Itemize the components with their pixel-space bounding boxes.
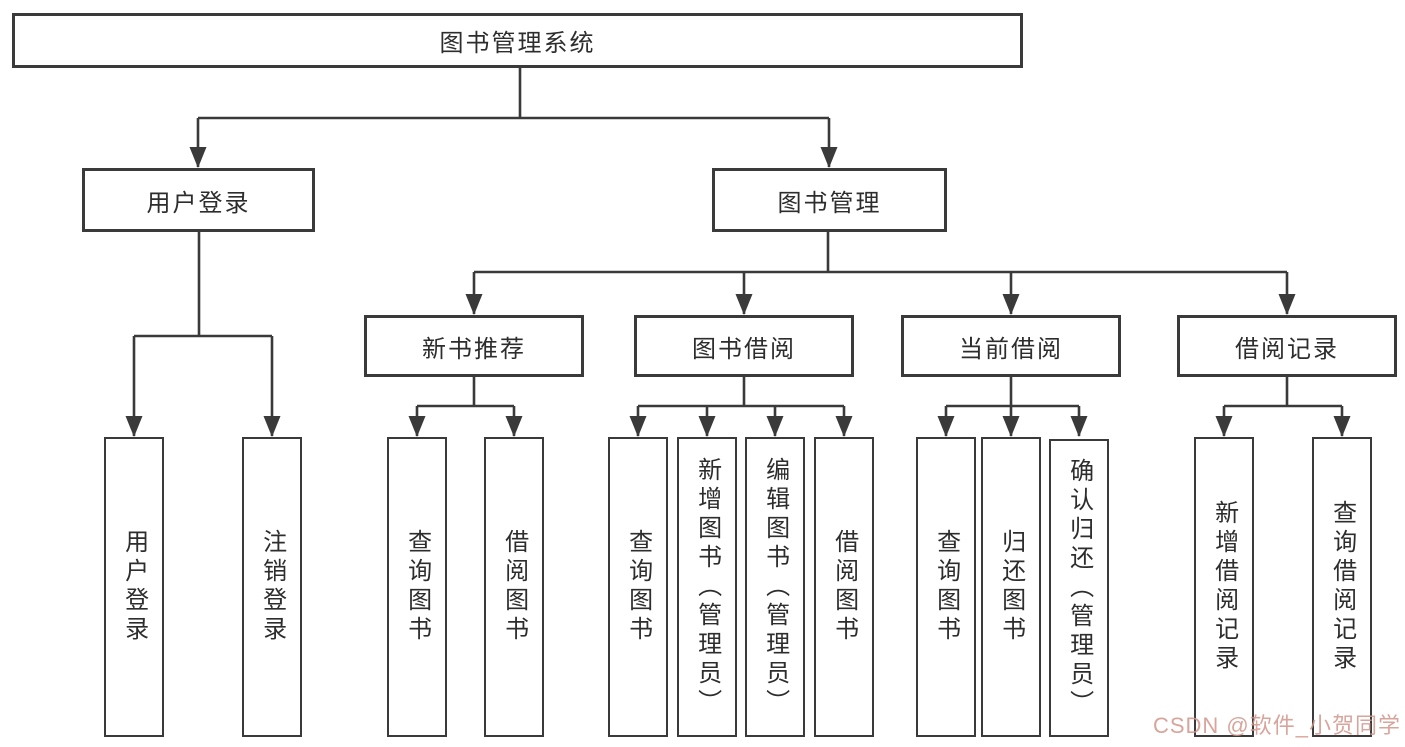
node-leaf-query-books-3: 查询图书 [916, 437, 976, 737]
node-user-login: 用户登录 [82, 168, 315, 232]
node-borrowing-records: 借阅记录 [1177, 315, 1397, 377]
node-current-borrowing: 当前借阅 [901, 315, 1121, 377]
connector-arrows [125, 118, 1351, 437]
node-label: 图书管理系统 [439, 30, 596, 57]
node-leaf-edit-books-admin: 编辑图书（管理员） [745, 437, 805, 737]
node-label: 借阅图书 [500, 529, 528, 645]
node-leaf-borrow-books-2: 借阅图书 [814, 437, 874, 737]
node-label: 查询图书 [932, 529, 960, 645]
node-label: 新增图书（管理员） [693, 456, 721, 718]
node-label: 图书管理 [777, 189, 882, 217]
node-leaf-logout: 注销登录 [242, 437, 302, 737]
node-label: 新书推荐 [422, 335, 526, 363]
node-label: 查询图书 [624, 529, 652, 645]
node-label: 归还图书 [997, 529, 1025, 645]
node-root: 图书管理系统 [12, 13, 1023, 68]
node-label: 图书借阅 [692, 335, 796, 363]
node-label: 借阅图书 [830, 529, 858, 645]
node-label: 查询借阅记录 [1328, 500, 1356, 674]
node-leaf-return-books: 归还图书 [981, 437, 1041, 737]
node-label: 查询图书 [403, 529, 431, 645]
node-label: 用户登录 [120, 529, 148, 645]
node-leaf-query-books-2: 查询图书 [608, 437, 668, 737]
node-label: 借阅记录 [1235, 335, 1339, 363]
node-label: 用户登录 [146, 189, 251, 217]
node-leaf-add-borrow-record: 新增借阅记录 [1194, 437, 1254, 737]
node-label: 编辑图书（管理员） [761, 456, 789, 718]
node-leaf-user-login: 用户登录 [104, 437, 164, 737]
node-label: 当前借阅 [959, 335, 1063, 363]
node-book-management: 图书管理 [712, 168, 947, 232]
node-leaf-add-books-admin: 新增图书（管理员） [677, 437, 737, 737]
node-label: 新增借阅记录 [1210, 500, 1238, 674]
node-label: 确认归还（管理员） [1065, 457, 1093, 719]
node-leaf-confirm-return-admin: 确认归还（管理员） [1049, 439, 1109, 737]
node-leaf-query-books-1: 查询图书 [387, 437, 447, 737]
node-book-borrowing: 图书借阅 [634, 315, 854, 377]
node-leaf-query-borrow-record: 查询借阅记录 [1312, 437, 1372, 737]
node-new-book-recommend: 新书推荐 [364, 315, 584, 377]
node-label: 注销登录 [258, 529, 286, 645]
node-leaf-borrow-books-1: 借阅图书 [484, 437, 544, 737]
